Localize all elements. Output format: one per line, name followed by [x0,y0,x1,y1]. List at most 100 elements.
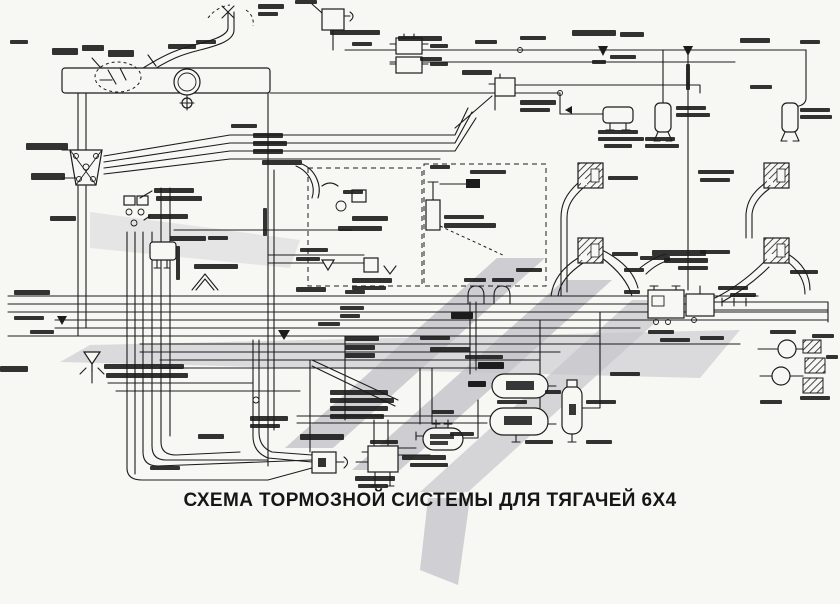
rear-right-chamber-pipes [714,183,811,303]
part-label-mark [800,108,830,112]
part-label-mark [430,165,450,169]
front-brake-chambers [565,102,800,142]
part-label-mark [664,258,708,263]
part-label-mark [826,355,838,359]
valve-nipples [389,33,429,65]
clamp-symbol [349,11,354,22]
part-label-mark [462,70,492,75]
part-label-mark [208,236,228,240]
part-label-mark [812,334,834,338]
supply-pipes-top [269,49,807,99]
part-label-mark [296,257,320,261]
part-label-mark [196,40,216,44]
part-label-mark [52,48,78,55]
drain-valve [79,351,105,375]
part-label-mark [253,133,283,138]
safety-valve-nipples [488,73,522,86]
part-label-mark [318,322,340,326]
part-label-mark [800,115,832,119]
branch-pipes [77,29,689,475]
inverse-labels [451,312,504,387]
valve-body [69,149,103,186]
part-label-mark [598,130,638,134]
relay-valve-cluster [647,285,747,325]
trunk-pipes [7,295,829,369]
trailer-control-assembly [311,423,464,487]
safety-valve-box [494,77,516,97]
part-label-mark [300,248,328,252]
protection-valve-fan [103,95,493,175]
part-label-mark [253,141,287,146]
part-label-mark [340,306,364,310]
part-label-mark [624,268,644,272]
part-label-mark [330,398,394,403]
valve-box-lower [395,56,423,74]
right-lower-assembly [757,339,826,394]
part-label-mark [740,38,770,43]
part-label-mark [598,137,644,141]
part-label-mark [14,316,44,320]
part-label-mark [645,137,675,141]
part-label-mark [520,100,556,105]
hand-valve-stem [427,181,467,201]
part-label-mark [330,406,388,411]
part-label-mark [250,416,288,421]
pedal-box [363,257,379,273]
part-label-mark [700,336,724,340]
part-label-mark [330,30,380,35]
part-label-mark [194,264,238,269]
part-label-mark [82,45,104,51]
pipe-dashes [207,4,254,27]
part-label-mark [700,178,730,182]
pressure-regulator-valves [311,3,522,97]
part-label-mark [104,364,184,369]
part-label-mark [700,250,730,254]
hand-brake-section [423,163,547,287]
part-label-mark [620,32,644,37]
quick-release-valve [602,106,634,124]
valve-legs [153,259,171,269]
cross-fitting [179,95,195,111]
part-label-mark [330,390,388,395]
part-label-mark [525,440,553,444]
part-label-mark [586,400,616,404]
part-label-mark [770,330,796,334]
left-valve-cluster [123,190,219,291]
part-label-mark [343,190,363,194]
part-label-mark [430,347,470,352]
part-label-mark [154,188,194,193]
part-label-mark [295,0,317,4]
part-label-mark [358,484,388,488]
part-label-mark [698,170,734,174]
part-label-mark [516,268,542,272]
part-label-mark [760,400,782,404]
part-label-mark [370,440,398,444]
part-label-mark [718,286,748,290]
part-label-mark [108,50,134,57]
part-label-mark [465,355,503,359]
s-pipe [295,163,320,199]
compressor-outline [94,61,142,93]
elbow [796,97,807,107]
part-label-mark [250,424,280,428]
brake-valve-internals [320,179,480,275]
part-label-mark [610,372,640,376]
part-label-mark [150,466,180,470]
part-label-mark [470,170,506,174]
compressor-assembly [61,5,271,111]
part-label-mark [26,143,68,150]
double-pipe [252,339,313,463]
watermark-stripe [420,300,680,492]
part-label-mark [31,173,65,180]
part-label-mark [800,40,820,44]
part-label-mark [198,434,224,439]
part-label-mark [352,42,372,46]
hand-valve-cap [466,179,480,188]
part-label-mark [430,44,448,48]
part-label-mark [340,314,360,318]
part-label-mark [231,124,257,128]
part-label-mark [492,278,514,282]
part-label-mark [148,214,188,219]
